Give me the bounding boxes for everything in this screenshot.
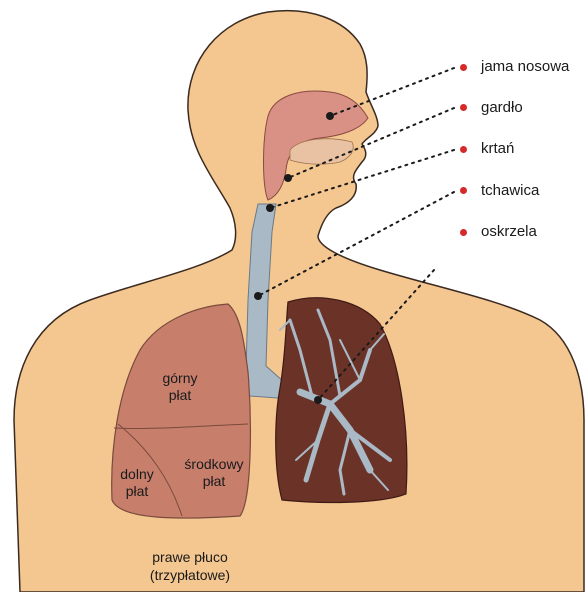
marker-dot-bronchi	[460, 229, 467, 236]
lobe-upper-line1: górny	[150, 370, 210, 387]
caption: prawe płuco (trzypłatowe)	[130, 548, 250, 584]
leader-endpoint-pharynx	[284, 174, 292, 182]
leader-endpoint-bronchi	[314, 396, 322, 404]
label-bronchi: oskrzela	[481, 223, 537, 240]
label-pharynx: gardło	[481, 99, 523, 116]
lobe-middle-line1: środkowy	[172, 456, 256, 473]
lobe-upper-label: górny płat	[150, 370, 210, 404]
lobe-lower-line2: płat	[112, 483, 162, 500]
label-trachea: tchawica	[481, 182, 539, 199]
marker-dot-larynx	[460, 146, 467, 153]
lobe-middle-label: środkowy płat	[172, 456, 256, 490]
marker-dot-trachea	[460, 187, 467, 194]
caption-line2: (trzypłatowe)	[130, 566, 250, 584]
lobe-lower-line1: dolny	[112, 466, 162, 483]
leader-endpoint-nasal-cavity	[326, 112, 334, 120]
leader-endpoint-larynx	[266, 204, 274, 212]
lobe-upper-line2: płat	[150, 387, 210, 404]
lobe-middle-line2: płat	[172, 473, 256, 490]
marker-dot-pharynx	[460, 104, 467, 111]
marker-dot-nasal-cavity	[460, 64, 467, 71]
label-larynx: krtań	[481, 140, 514, 157]
lobe-lower-label: dolny płat	[112, 466, 162, 500]
caption-line1: prawe płuco	[130, 548, 250, 566]
label-nasal-cavity: jama nosowa	[481, 58, 569, 75]
leader-endpoint-trachea	[254, 292, 262, 300]
